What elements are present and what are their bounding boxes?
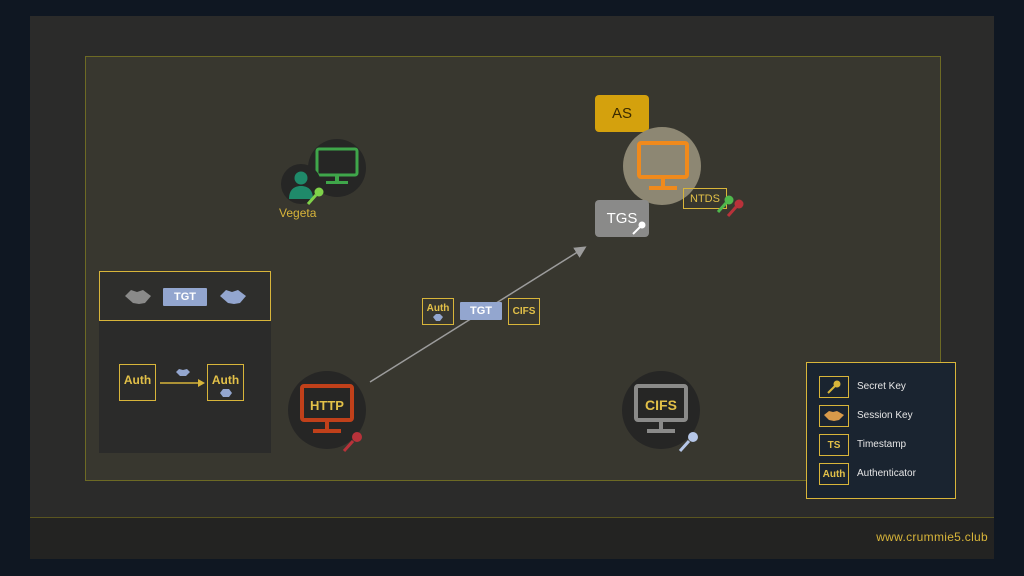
request-auth-session-key-icon [433, 314, 443, 321]
http-label: HTTP [310, 398, 344, 413]
tgs-label: TGS [606, 210, 638, 227]
legend-secret-key-icon [827, 380, 841, 394]
request-tgt-label: TGT [470, 305, 492, 317]
panel-tgt-ticket: TGT [163, 288, 207, 306]
legend-secret-key-label: Secret Key [857, 381, 906, 392]
domain-controller-monitor-icon [637, 141, 689, 190]
workstation-monitor-icon [315, 147, 359, 184]
legend-authenticator-label: Authenticator [857, 468, 916, 479]
request-auth-tag: Auth [422, 298, 454, 325]
panel-auth-right-label: Auth [211, 373, 240, 387]
http-server-monitor-icon [300, 384, 354, 433]
panel-conversion-arrow [160, 369, 205, 387]
legend-session-key-swatch [819, 405, 849, 427]
user-green-key-icon [306, 187, 324, 205]
footer-url[interactable]: www.crummie5.club [876, 530, 988, 544]
cifs-blue-key-icon [678, 432, 698, 453]
cifs-label: CIFS [645, 397, 677, 413]
panel-auth-left: Auth [119, 364, 156, 401]
grey-session-key-icon [125, 290, 151, 304]
legend-auth-tag: Auth [819, 463, 849, 485]
blue-session-key-icon [220, 290, 246, 304]
legend-timestamp-tag: TS [819, 434, 849, 456]
tgs-box: TGS [595, 200, 649, 237]
as-box: AS [595, 95, 649, 132]
request-tgt-ticket: TGT [460, 302, 502, 320]
legend-box: Secret Key Session Key TS Timestamp Auth… [806, 362, 956, 499]
ntds-green-key-icon [716, 195, 734, 213]
legend-row-session-key: Session Key [819, 405, 949, 429]
panel-tgt-label: TGT [174, 291, 196, 303]
request-auth-label: Auth [426, 303, 450, 314]
legend-row-secret-key: Secret Key [819, 376, 949, 400]
panel-auth-left-label: Auth [123, 373, 152, 387]
ntds-red-key-icon [726, 199, 744, 217]
legend-timestamp-label: Timestamp [857, 439, 907, 450]
legend-session-key-label: Session Key [857, 410, 913, 421]
legend-row-timestamp: TS Timestamp [819, 434, 949, 458]
legend-row-authenticator: Auth Authenticator [819, 463, 949, 487]
cifs-server-monitor-icon [634, 384, 688, 433]
user-person-icon [289, 171, 313, 199]
footer-band [30, 517, 994, 559]
panel-auth-right-session-key-icon [220, 389, 232, 397]
tgs-secret-key-icon [632, 221, 646, 235]
legend-secret-key-swatch [819, 376, 849, 398]
as-label: AS [611, 105, 632, 122]
user-name-label: Vegeta [279, 206, 317, 220]
request-cifs-tag: CIFS [508, 298, 540, 325]
legend-session-key-icon [824, 411, 844, 421]
request-cifs-label: CIFS [512, 306, 536, 317]
http-red-key-icon [342, 432, 362, 453]
panel-auth-right: Auth [207, 364, 244, 401]
ntds-label: NTDS [690, 192, 720, 205]
